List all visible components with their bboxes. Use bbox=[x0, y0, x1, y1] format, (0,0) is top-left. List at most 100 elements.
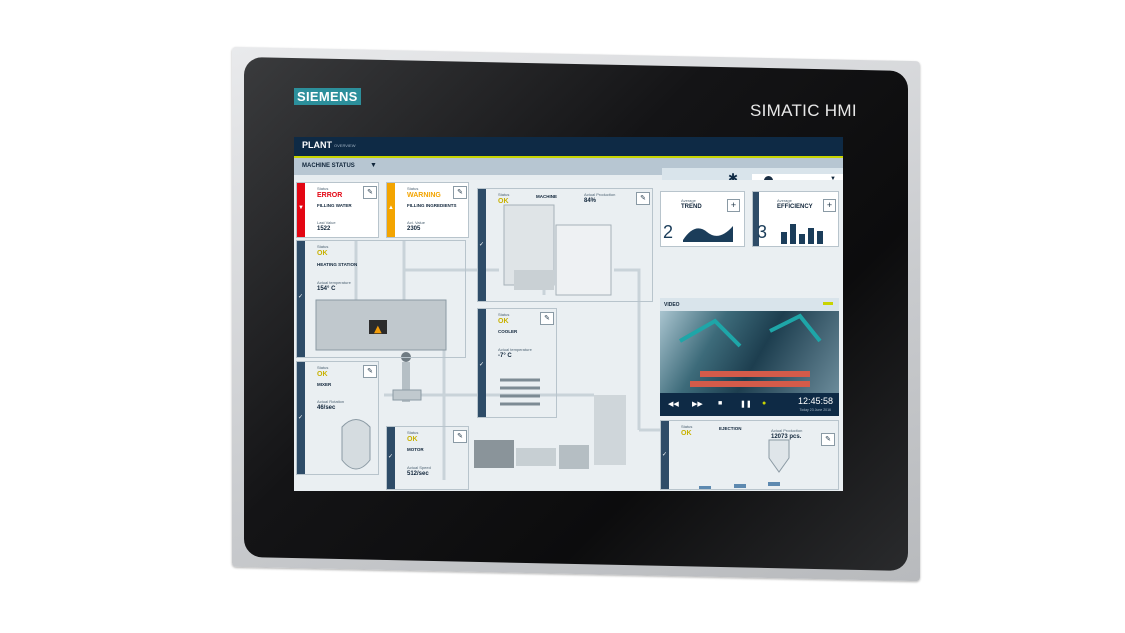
value: 154° C bbox=[317, 286, 336, 292]
plus-icon[interactable]: + bbox=[727, 199, 740, 212]
kpi-number: 3 bbox=[757, 222, 768, 242]
check-icon: ✓ bbox=[388, 454, 394, 460]
status-value: OK bbox=[317, 250, 328, 257]
panel-name: COOLER bbox=[498, 329, 518, 334]
check-icon: ✓ bbox=[662, 452, 668, 458]
pause-icon[interactable]: ❚❚ bbox=[740, 401, 752, 408]
status-value: OK bbox=[498, 318, 509, 325]
status-bar bbox=[387, 427, 395, 489]
pencil-icon[interactable]: ✎ bbox=[453, 186, 467, 199]
status-label: Status bbox=[317, 365, 329, 370]
pencil-icon[interactable]: ✎ bbox=[821, 433, 835, 446]
check-icon: ✓ bbox=[479, 362, 485, 368]
kpi-label: Average bbox=[777, 198, 792, 203]
status-label: Status bbox=[407, 430, 419, 435]
rewind-icon[interactable]: ◀◀ bbox=[668, 401, 679, 408]
status-label: Status bbox=[498, 192, 510, 197]
status-bar bbox=[387, 183, 395, 237]
value: 512/sec bbox=[407, 471, 429, 477]
panel-ejection[interactable]: ✓ Status OK EJECTION Actual Production 1… bbox=[660, 420, 839, 490]
chevron-down-icon[interactable]: ▼ bbox=[830, 176, 836, 182]
kpi-name: EFFICIENCY bbox=[777, 204, 813, 210]
video-frame[interactable] bbox=[660, 311, 839, 393]
value: 12073 pcs. bbox=[771, 434, 802, 440]
status-label: Status bbox=[498, 312, 510, 317]
status-label: Status bbox=[317, 244, 329, 249]
video-title: VIDEO bbox=[664, 302, 680, 308]
video-indicator bbox=[823, 302, 833, 305]
status-value: OK bbox=[681, 430, 692, 437]
arrow-down-icon: ▼ bbox=[298, 205, 304, 211]
plant-overview: ▲ ▼ Status E bbox=[294, 180, 843, 491]
panel-name: FILLING INGREDIENTS bbox=[407, 203, 457, 208]
status-bar bbox=[478, 309, 486, 417]
status-value: OK bbox=[407, 436, 418, 443]
record-indicator-icon: ● bbox=[762, 400, 767, 407]
value: 46/sec bbox=[317, 405, 336, 411]
trend-graphic bbox=[683, 226, 733, 242]
value-label: Actual temperature bbox=[498, 347, 532, 352]
check-icon: ✓ bbox=[298, 415, 304, 421]
pencil-icon[interactable]: ✎ bbox=[363, 365, 377, 378]
status-bar bbox=[297, 362, 305, 474]
video-panel[interactable]: VIDEO ◀◀ ▶▶ ■ ❚❚ ● 12:45:58 Today 23 Jun… bbox=[660, 298, 839, 416]
value-label: Act. Value bbox=[407, 220, 425, 225]
hmi-screen: PLANT OVERVIEW MACHINE STATUS ▼ ✱ Melina… bbox=[294, 137, 843, 491]
video-header bbox=[660, 298, 839, 311]
pencil-icon[interactable]: ✎ bbox=[453, 430, 467, 443]
video-time: 12:45:58 bbox=[797, 396, 833, 406]
page-title: PLANT bbox=[302, 140, 332, 150]
panel-name: MOTOR bbox=[407, 447, 424, 452]
arrow-up-icon: ▲ bbox=[388, 205, 394, 211]
panel-trend[interactable]: 2 Average TREND + bbox=[660, 191, 745, 247]
panel-filling-ingredients[interactable]: ▲ Status WARNING FILLING INGREDIENTS Act… bbox=[386, 182, 469, 238]
panel-heating-station[interactable]: ✓ Status OK HEATING STATION Actual tempe… bbox=[296, 240, 466, 358]
pencil-icon[interactable]: ✎ bbox=[540, 312, 554, 325]
status-label: Status bbox=[681, 424, 693, 429]
plus-icon[interactable]: + bbox=[823, 199, 836, 212]
status-bar bbox=[478, 189, 486, 301]
pencil-icon[interactable]: ✎ bbox=[636, 192, 650, 205]
brand-logo: SIEMENS bbox=[294, 88, 361, 105]
panel-name: MIXER bbox=[317, 382, 332, 387]
title-bar: PLANT OVERVIEW bbox=[294, 137, 843, 156]
robot-scene bbox=[679, 313, 822, 387]
chevron-down-icon[interactable]: ▼ bbox=[370, 162, 377, 169]
panel-machine[interactable]: ✓ Status OK MACHINE Actual Production 84… bbox=[477, 188, 653, 302]
value-label: Actual Speed bbox=[407, 465, 431, 470]
panel-name: EJECTION bbox=[719, 426, 742, 431]
value-label: Actual temperature bbox=[317, 280, 351, 285]
panel-cooler[interactable]: ✓ Status OK COOLER Actual temperature -7… bbox=[477, 308, 557, 418]
value: 84% bbox=[584, 198, 597, 204]
panel-name: HEATING STATION bbox=[317, 262, 358, 267]
check-icon: ✓ bbox=[298, 294, 304, 300]
status-value: OK bbox=[317, 371, 328, 378]
svg-text:▲: ▲ bbox=[374, 324, 382, 335]
status-bar bbox=[661, 421, 669, 489]
status-value: WARNING bbox=[407, 192, 441, 199]
value-label: Actual Production bbox=[771, 428, 803, 433]
kpi-name: TREND bbox=[681, 204, 702, 210]
status-value: ERROR bbox=[317, 192, 343, 199]
pencil-icon[interactable]: ✎ bbox=[363, 186, 377, 199]
accent-line bbox=[294, 156, 843, 158]
forward-icon[interactable]: ▶▶ bbox=[692, 401, 703, 408]
value-label: Actual Rotation bbox=[317, 399, 345, 404]
machine-status-menu[interactable]: MACHINE STATUS bbox=[302, 163, 355, 169]
settings-gear-icon[interactable]: ✱ bbox=[728, 171, 739, 185]
value: -7° C bbox=[498, 353, 512, 359]
kpi-label: Average bbox=[681, 198, 696, 203]
panel-mixer[interactable]: ✓ Status OK MIXER Actual Rotation 46/sec… bbox=[296, 361, 379, 475]
product-name: SIMATIC HMI bbox=[750, 101, 857, 120]
panel-efficiency[interactable]: 3 Average EFFICIENCY + bbox=[752, 191, 839, 247]
value: 1522 bbox=[317, 226, 331, 232]
value-label: Actual Production bbox=[584, 192, 616, 197]
status-label: Status bbox=[407, 186, 419, 191]
status-label: Status bbox=[317, 186, 329, 191]
panel-motor[interactable]: ✓ Status OK MOTOR Actual Speed 512/sec ✎ bbox=[386, 426, 469, 490]
stop-icon[interactable]: ■ bbox=[718, 400, 723, 407]
video-date: Today 23 June 2016 bbox=[799, 408, 831, 412]
check-icon: ✓ bbox=[479, 242, 485, 248]
panel-filling-water[interactable]: ▼ Status ERROR FILLING WATER Last Value … bbox=[296, 182, 379, 238]
value-label: Last Value bbox=[317, 220, 336, 225]
